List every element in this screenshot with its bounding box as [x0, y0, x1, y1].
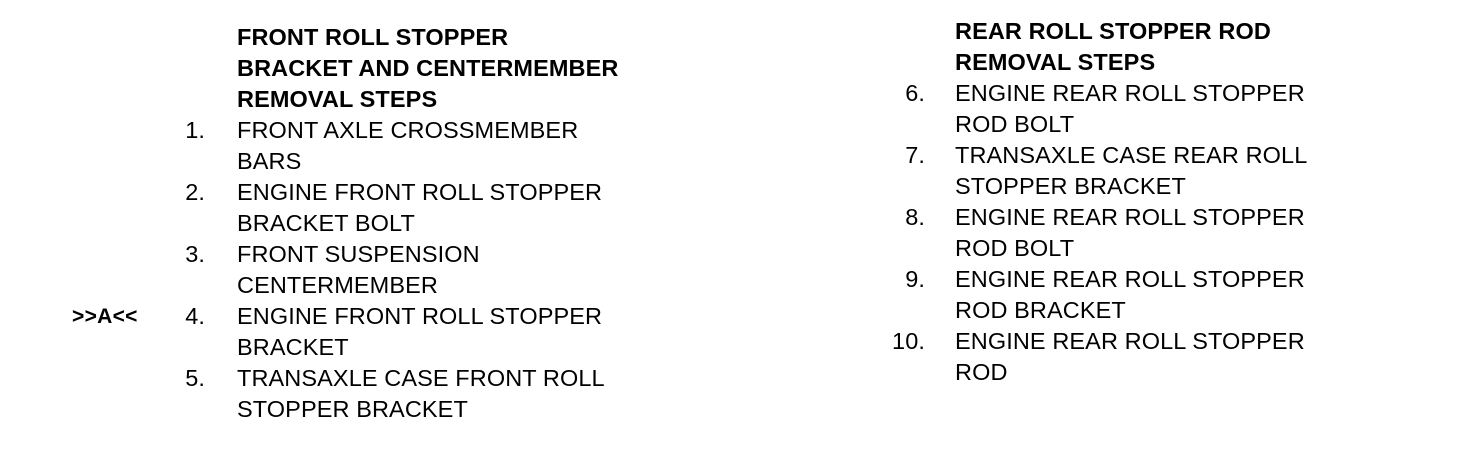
step-text: ENGINE FRONT ROLL STOPPER BRACKET BOLT — [237, 179, 603, 236]
step-item: 3. FRONT SUSPENSION CENTERMEMBER — [0, 239, 700, 301]
step-text: TRANSAXLE CASE REAR ROLL STOPPER BRACKET — [955, 142, 1307, 199]
step-item: 6. ENGINE REAR ROLL STOPPER ROD BOLT — [860, 78, 1420, 140]
front-steps-list: 1. FRONT AXLE CROSSMEMBER BARS 2. ENGINE FR… — [0, 115, 700, 425]
step-text: TRANSAXLE CASE FRONT ROLL STOPPER BRACKE… — [237, 365, 604, 422]
rear-roll-stopper-column: REAR ROLL STOPPER ROD REMOVAL STEPS 6. EN… — [860, 0, 1420, 388]
step-item: >>A<< 4. ENGINE FRONT ROLL STOPPER BRACKET — [0, 301, 700, 363]
step-number: 1. — [185, 117, 205, 143]
step-item: 10. ENGINE REAR ROLL STOPPER ROD — [860, 326, 1420, 388]
front-roll-stopper-column: FRONT ROLL STOPPER BRACKET AND CENTERMEM… — [0, 0, 700, 425]
step-number: 4. — [185, 303, 205, 329]
step-text: ENGINE FRONT ROLL STOPPER BRACKET — [237, 303, 603, 360]
step-text: FRONT SUSPENSION CENTERMEMBER — [237, 241, 480, 298]
step-text: ENGINE REAR ROLL STOPPER ROD BOLT — [955, 204, 1305, 261]
step-item: 2. ENGINE FRONT ROLL STOPPER BRACKET BOLT — [0, 177, 700, 239]
step-item: 5. TRANSAXLE CASE FRONT ROLL STOPPER BRAC… — [0, 363, 700, 425]
step-number: 2. — [185, 179, 205, 205]
step-number: 6. — [905, 80, 925, 106]
step-item: 7. TRANSAXLE CASE REAR ROLL STOPPER BRACK… — [860, 140, 1420, 202]
rear-steps-list: 6. ENGINE REAR ROLL STOPPER ROD BOLT 7. TRA… — [860, 78, 1420, 388]
step-number: 3. — [185, 241, 205, 267]
step-item: 8. ENGINE REAR ROLL STOPPER ROD BOLT — [860, 202, 1420, 264]
rear-section-heading: REAR ROLL STOPPER ROD REMOVAL STEPS — [955, 18, 1271, 75]
front-section-heading: FRONT ROLL STOPPER BRACKET AND CENTERMEM… — [237, 24, 619, 112]
step-number: 10. — [892, 328, 925, 354]
step-text: ENGINE REAR ROLL STOPPER ROD BOLT — [955, 80, 1305, 137]
step-number: 8. — [905, 204, 925, 230]
step-item: 1. FRONT AXLE CROSSMEMBER BARS — [0, 115, 700, 177]
step-number: 5. — [185, 365, 205, 391]
step-number: 7. — [905, 142, 925, 168]
step-text: FRONT AXLE CROSSMEMBER BARS — [237, 117, 579, 174]
step-text: ENGINE REAR ROLL STOPPER ROD — [955, 328, 1305, 385]
step-item: 9. ENGINE REAR ROLL STOPPER ROD BRACKET — [860, 264, 1420, 326]
step-text: ENGINE REAR ROLL STOPPER ROD BRACKET — [955, 266, 1305, 323]
revision-marker: >>A<< — [72, 305, 138, 328]
step-number: 9. — [905, 266, 925, 292]
